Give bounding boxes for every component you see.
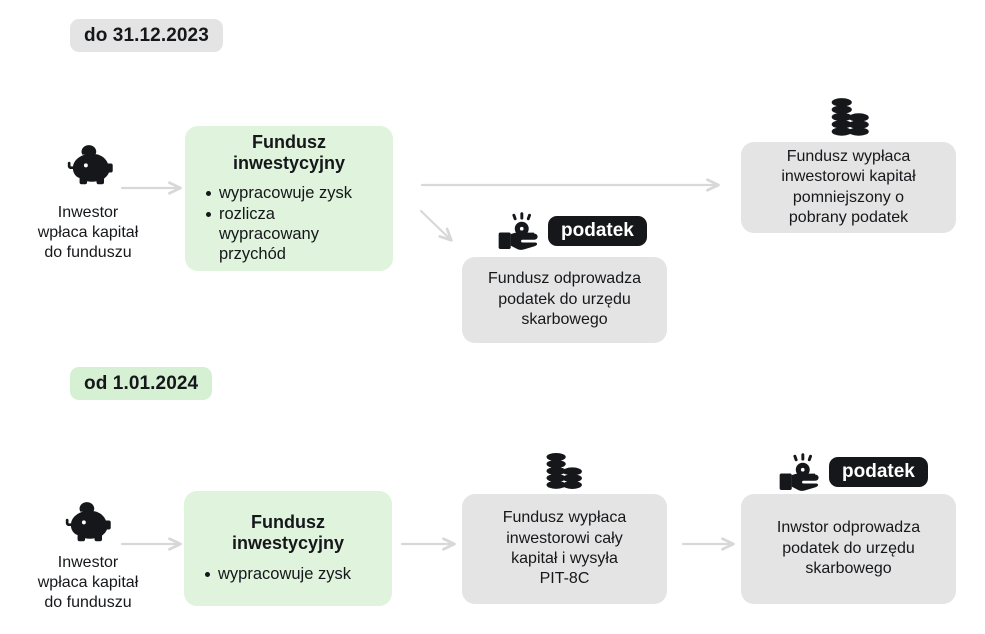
tax-office-line: skarbowego [521, 311, 608, 329]
fund-title-line: Fundusz [252, 131, 326, 152]
tax-office-text-bottom: Inwstor odprowadza podatek do urzędu ska… [755, 518, 942, 579]
investor-caption-line: do funduszu [44, 594, 132, 611]
payout-line: pobrany podatek [788, 208, 909, 226]
tax-office-line: podatek do urzędu [782, 539, 915, 557]
investor-caption-top: Inwestor wpłaca kapitał do funduszu [18, 203, 158, 263]
payout-text-bottom: Fundusz wypłaca inwestorowi cały kapitał… [476, 508, 653, 590]
coin-stacks-icon [828, 97, 872, 137]
fund-title-line: inwestycyjny [232, 152, 346, 173]
fund-box-top: Fundusz inwestycyjny wypracowuje zysk ro… [185, 126, 393, 271]
arrow-payout-to-tax-bottom [681, 531, 741, 557]
fund-bullets-bottom: wypracowuje zysk [198, 564, 378, 585]
fund-bullet: rozlicza wypracowany przychód [206, 204, 379, 264]
piggy-bank-icon [64, 500, 112, 544]
period-badge-from-2024: od 1.01.2024 [70, 367, 213, 400]
hand-coin-icon [778, 452, 822, 492]
tax-office-text-top: Fundusz odprowadza podatek do urzędu ska… [476, 269, 653, 330]
podatek-badge-bottom: podatek [829, 457, 928, 487]
tax-office-line: skarbowego [805, 560, 892, 578]
fund-box-title-top: Fundusz inwestycyjny [199, 132, 379, 174]
arrow-investor-to-fund-bottom [120, 531, 188, 557]
payout-line: Fundusz wypłaca [786, 147, 911, 165]
period-badge-until-2023: do 31.12.2023 [70, 19, 223, 52]
podatek-badge-top: podatek [548, 216, 647, 246]
tax-office-line: Fundusz odprowadza [488, 270, 641, 288]
investor-caption-line: wpłaca kapitał [37, 224, 139, 241]
piggy-bank-icon [66, 143, 114, 187]
payout-line: inwestorowi cały [506, 529, 623, 547]
investor-caption-line: wpłaca kapitał [37, 574, 139, 591]
tax-icon-group-top: podatek [497, 211, 647, 251]
fund-title-line: inwestycyjny [231, 533, 345, 554]
payout-line: inwestorowi kapitał [781, 168, 916, 186]
arrow-fund-to-payout-bottom [400, 531, 462, 557]
payout-line: Fundusz wypłaca [502, 509, 627, 527]
investor-caption-line: Inwestor [57, 204, 119, 221]
arrow-investor-to-fund-top [120, 175, 188, 201]
fund-bullets-top: wypracowuje zysk rozlicza wypracowany pr… [199, 183, 379, 266]
coin-stacks-icon [543, 452, 585, 490]
hand-coin-icon [497, 211, 541, 251]
payout-box-bottom: Fundusz wypłaca inwestorowi cały kapitał… [462, 494, 667, 604]
fund-title-line: Fundusz [251, 512, 325, 533]
tax-office-box-bottom: Inwstor odprowadza podatek do urzędu ska… [741, 494, 956, 604]
tax-office-box-top: Fundusz odprowadza podatek do urzędu ska… [462, 257, 667, 343]
payout-box-top: Fundusz wypłaca inwestorowi kapitał pomn… [741, 142, 956, 233]
tax-office-line: Inwstor odprowadza [776, 519, 921, 537]
arrow-fund-to-tax-top [419, 209, 464, 252]
tax-icon-group-bottom: podatek [778, 452, 928, 492]
payout-line: kapitał i wysyła [511, 550, 618, 567]
tax-office-line: podatek do urzędu [498, 290, 631, 308]
investor-caption-line: Inwestor [57, 554, 119, 571]
payout-line: PIT-8C [539, 570, 590, 588]
arrow-fund-to-payout-top [420, 173, 728, 197]
fund-box-bottom: Fundusz inwestycyjny wypracowuje zysk [184, 491, 392, 606]
investor-caption-bottom: Inwestor wpłaca kapitał do funduszu [18, 553, 158, 613]
payout-line: pomniejszony o [792, 188, 905, 206]
investor-caption-line: do funduszu [44, 244, 132, 261]
fund-bullet: wypracowuje zysk [205, 564, 378, 584]
fund-box-title-bottom: Fundusz inwestycyjny [198, 512, 378, 554]
payout-text-top: Fundusz wypłaca inwestorowi kapitał pomn… [755, 147, 942, 229]
fund-bullet: wypracowuje zysk [206, 183, 379, 203]
